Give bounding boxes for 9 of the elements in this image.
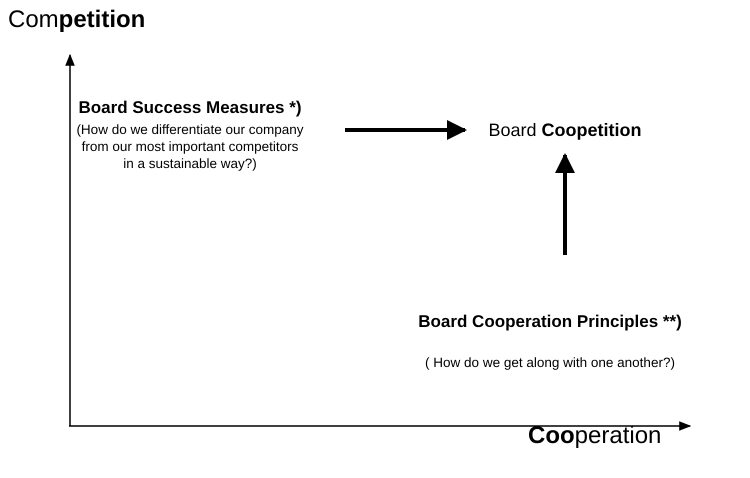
axis-label: Cooperation — [528, 422, 662, 450]
arrow — [555, 153, 575, 255]
node-heading: Board Success Measures *) — [78, 98, 302, 118]
node-title: Board Coopetition — [488, 120, 642, 140]
node-question: ( How do we get along with one another?) — [425, 354, 675, 371]
node-question: (How do we differentiate our company from our most important competitors in a sustainable way?) — [75, 121, 305, 172]
node-heading: Board Cooperation Principles **) — [418, 312, 682, 332]
arrow — [345, 120, 467, 140]
axis-label: Competition — [8, 6, 146, 34]
